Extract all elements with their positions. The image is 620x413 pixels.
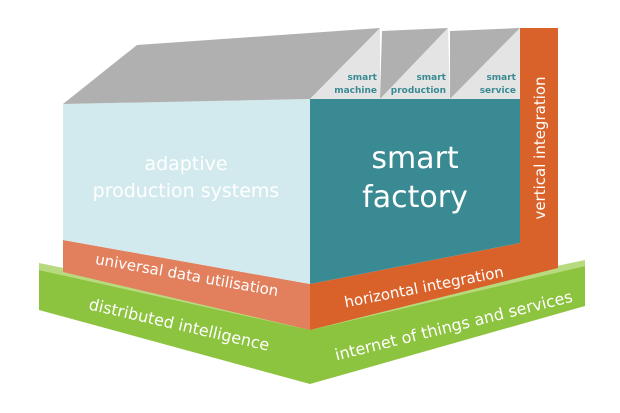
smart-production-label-1: smart (416, 73, 446, 83)
adaptive-label-1: adaptive (144, 153, 227, 175)
smart-production-label-2: production (391, 86, 446, 96)
main-roof (63, 28, 380, 104)
vertical-integration-bar (520, 28, 558, 268)
distributed-intelligence-face (39, 270, 310, 384)
smart-factory-label-2: factory (362, 180, 468, 215)
roof-production-gable (380, 28, 450, 99)
smart-service-label-1: smart (486, 73, 516, 83)
adaptive-production-wall (63, 99, 310, 284)
iot-face (310, 266, 585, 384)
horizontal-integration-band (310, 236, 558, 330)
universal-data-band (63, 240, 310, 330)
roof-service-gable (450, 28, 520, 99)
smart-factory-wall (310, 99, 520, 284)
smart-service-label-2: service (480, 86, 516, 96)
smart-machine-label-2: machine (334, 86, 377, 96)
adaptive-label-2: production systems (93, 180, 280, 202)
vertical-integration-label: vertical integration (531, 76, 549, 219)
smart-machine-label-1: smart (347, 73, 377, 83)
roof-machine-gable (310, 28, 380, 99)
smart-factory-label-1: smart (371, 141, 459, 176)
